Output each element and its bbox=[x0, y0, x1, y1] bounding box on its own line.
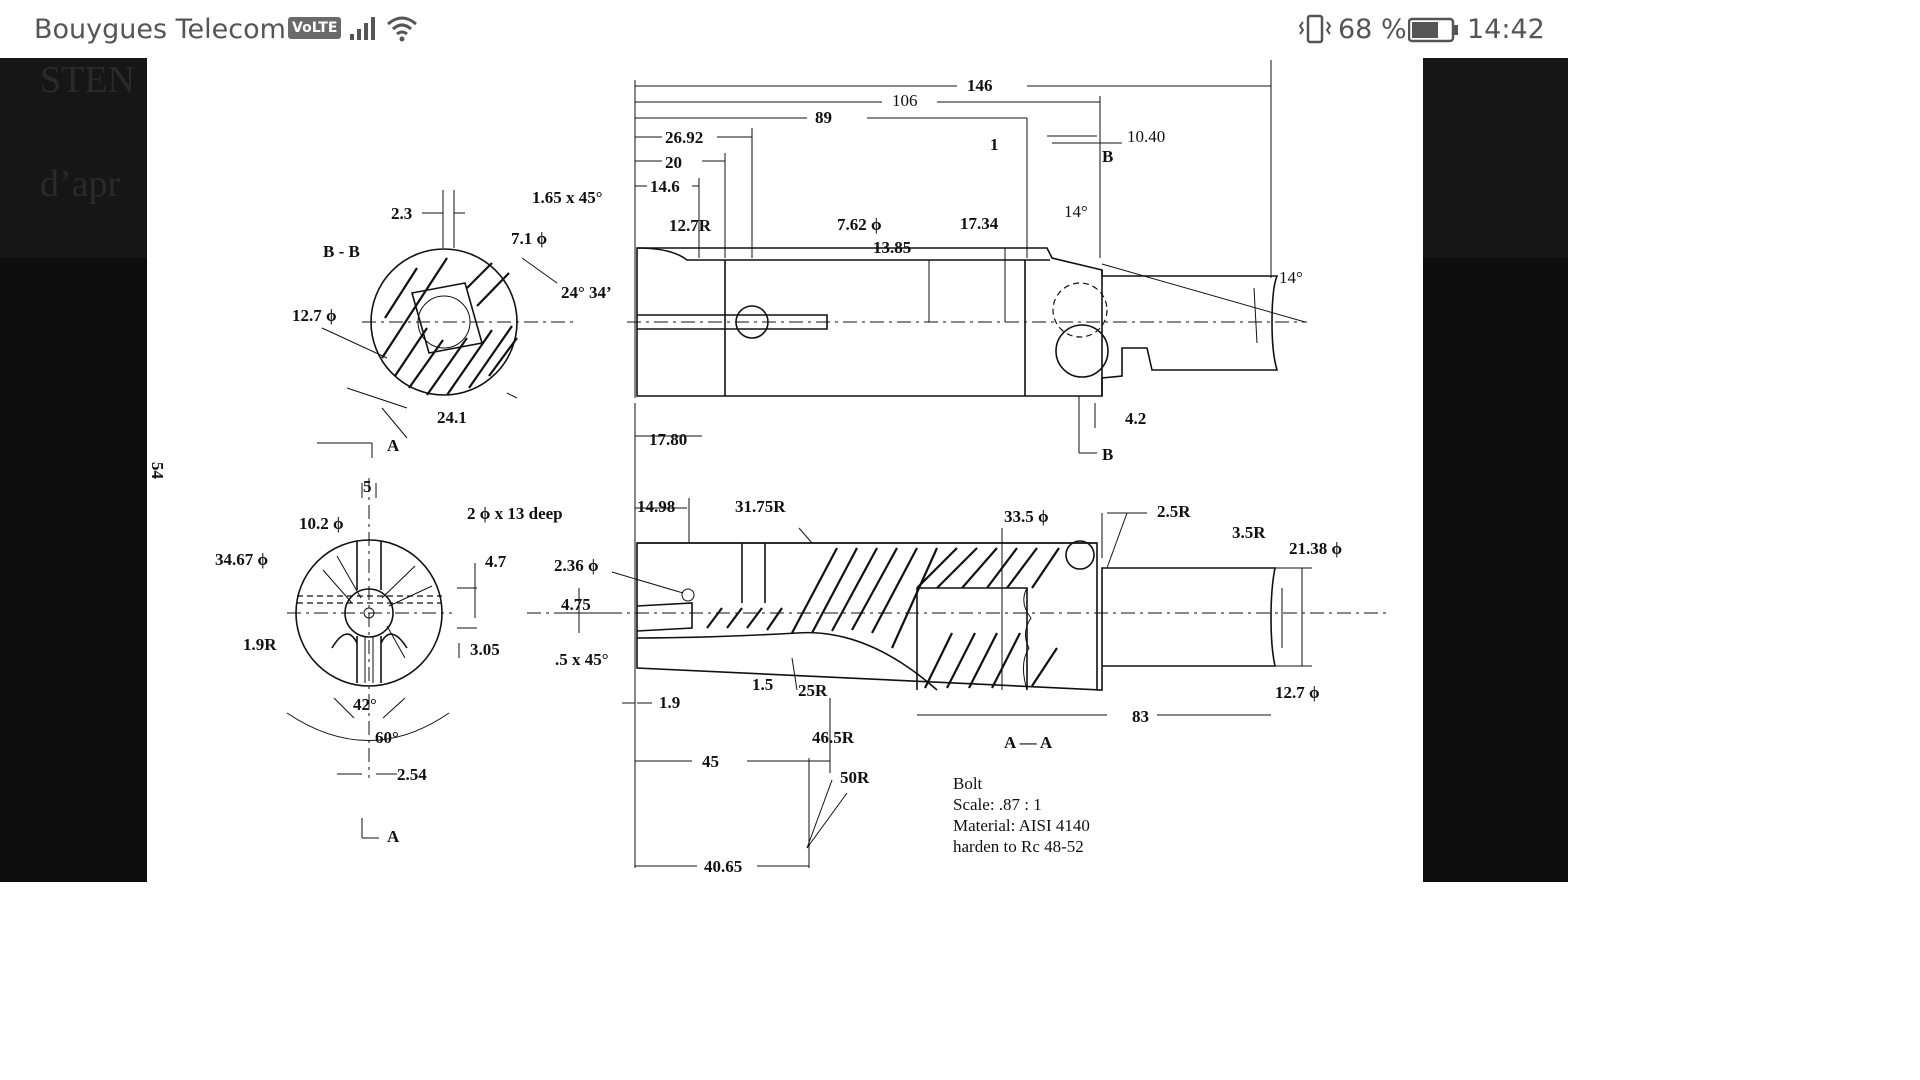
vibrate-icon bbox=[1298, 14, 1332, 44]
clock: 14:42 bbox=[1467, 14, 1545, 45]
dim-13-85: 13.85 bbox=[873, 238, 911, 257]
dim-40-65: 40.65 bbox=[704, 857, 742, 876]
side-view bbox=[627, 247, 1307, 397]
carrier-name: Bouygues Telecom bbox=[34, 14, 286, 45]
dim-1-9: 1.9 bbox=[659, 693, 680, 712]
side-view-dimensions bbox=[634, 60, 1272, 868]
chamfer-0-5: .5 x 45° bbox=[555, 650, 609, 669]
dia-12-7-bb: 12.7 ϕ bbox=[292, 306, 337, 325]
note-material: Material: AISI 4140 bbox=[953, 816, 1090, 835]
section-aa-label: A — A bbox=[1004, 733, 1053, 752]
battery-percent: 68 % bbox=[1338, 14, 1407, 45]
dia-21-38: 21.38 ϕ bbox=[1289, 539, 1342, 558]
end-view bbox=[286, 442, 477, 839]
dim-10-40: 10.40 bbox=[1127, 127, 1165, 146]
section-aa-view bbox=[527, 435, 1387, 868]
dia-10-2: 10.2 ϕ bbox=[299, 514, 344, 533]
dia-12-7-aa: 12.7 ϕ bbox=[1275, 683, 1320, 702]
dim-146: 146 bbox=[967, 76, 993, 95]
battery-icon bbox=[1408, 17, 1458, 43]
dim-5: 5 bbox=[363, 477, 372, 496]
dim-17-34: 17.34 bbox=[960, 214, 999, 233]
volte-badge: VoLTE bbox=[288, 17, 342, 39]
dim-4-7: 4.7 bbox=[485, 552, 507, 571]
section-bb-view bbox=[321, 190, 577, 439]
section-b-top: B bbox=[1102, 147, 1113, 166]
radius-50: 50R bbox=[840, 768, 870, 787]
angle-60: 60° bbox=[375, 728, 399, 747]
radius-12-7: 12.7R bbox=[669, 216, 712, 235]
section-a-bottom: A bbox=[387, 827, 400, 846]
angle-24-34: 24° 34’ bbox=[561, 283, 612, 302]
dim-89: 89 bbox=[815, 108, 832, 127]
radius-46-5: 46.5R bbox=[812, 728, 855, 747]
dim-1: 1 bbox=[990, 135, 999, 154]
page-number: 54 bbox=[148, 462, 167, 480]
dia-2-36: 2.36 ϕ bbox=[554, 556, 599, 575]
angle-14-b: 14° bbox=[1279, 268, 1303, 287]
dim-83: 83 bbox=[1132, 707, 1149, 726]
dia-7-1: 7.1 ϕ bbox=[511, 229, 547, 248]
radius-1-9: 1.9R bbox=[243, 635, 277, 654]
dim-4-75: 4.75 bbox=[561, 595, 591, 614]
radius-25: 25R bbox=[798, 681, 828, 700]
chamfer-1-65: 1.65 x 45° bbox=[532, 188, 603, 207]
background-text-2: d’apr bbox=[40, 163, 121, 205]
radius-2-5: 2.5R bbox=[1157, 502, 1191, 521]
note-scale: Scale: .87 : 1 bbox=[953, 795, 1042, 814]
dim-24-1: 24.1 bbox=[437, 408, 467, 427]
dim-1-5: 1.5 bbox=[752, 675, 773, 694]
bolt-technical-drawing: 146 106 89 26.92 20 14.6 1 10.40 1.65 x … bbox=[148, 60, 1387, 876]
drawing-sheet[interactable]: 146 106 89 26.92 20 14.6 1 10.40 1.65 x … bbox=[147, 58, 1423, 882]
dim-17-80: 17.80 bbox=[649, 430, 687, 449]
radius-31-75: 31.75R bbox=[735, 497, 786, 516]
title-block-notes: Bolt Scale: .87 : 1 Material: AISI 4140 … bbox=[953, 774, 1090, 856]
dim-14-6: 14.6 bbox=[650, 177, 680, 196]
section-bb-label: B - B bbox=[323, 242, 360, 261]
background-text-1: STEN bbox=[40, 59, 135, 101]
angle-14-a: 14° bbox=[1064, 202, 1088, 221]
status-bar: Bouygues Telecom VoLTE 68 % 14:42 bbox=[0, 0, 1568, 58]
dim-2-3: 2.3 bbox=[391, 204, 412, 223]
dim-3-05: 3.05 bbox=[470, 640, 500, 659]
hole-note: 2 ϕ x 13 deep bbox=[467, 504, 563, 523]
dim-106: 106 bbox=[892, 91, 918, 110]
signal-icon bbox=[350, 17, 375, 40]
dim-2-54: 2.54 bbox=[397, 765, 427, 784]
dimension-labels: 146 106 89 26.92 20 14.6 1 10.40 1.65 x … bbox=[215, 76, 1342, 876]
dim-26-92: 26.92 bbox=[665, 128, 703, 147]
dia-33-5: 33.5 ϕ bbox=[1004, 507, 1049, 526]
section-a-top: A bbox=[387, 436, 400, 455]
angle-42: 42° bbox=[353, 695, 377, 714]
dim-20: 20 bbox=[665, 153, 682, 172]
dia-7-62: 7.62 ϕ bbox=[837, 215, 882, 234]
note-part: Bolt bbox=[953, 774, 983, 793]
section-b-bottom: B bbox=[1102, 445, 1113, 464]
note-hardness: harden to Rc 48-52 bbox=[953, 837, 1084, 856]
dim-45: 45 bbox=[702, 752, 719, 771]
dia-34-67: 34.67 ϕ bbox=[215, 550, 268, 569]
wifi-icon bbox=[387, 16, 417, 42]
dim-4-2: 4.2 bbox=[1125, 409, 1146, 428]
radius-3-5: 3.5R bbox=[1232, 523, 1266, 542]
dim-14-98: 14.98 bbox=[637, 497, 675, 516]
